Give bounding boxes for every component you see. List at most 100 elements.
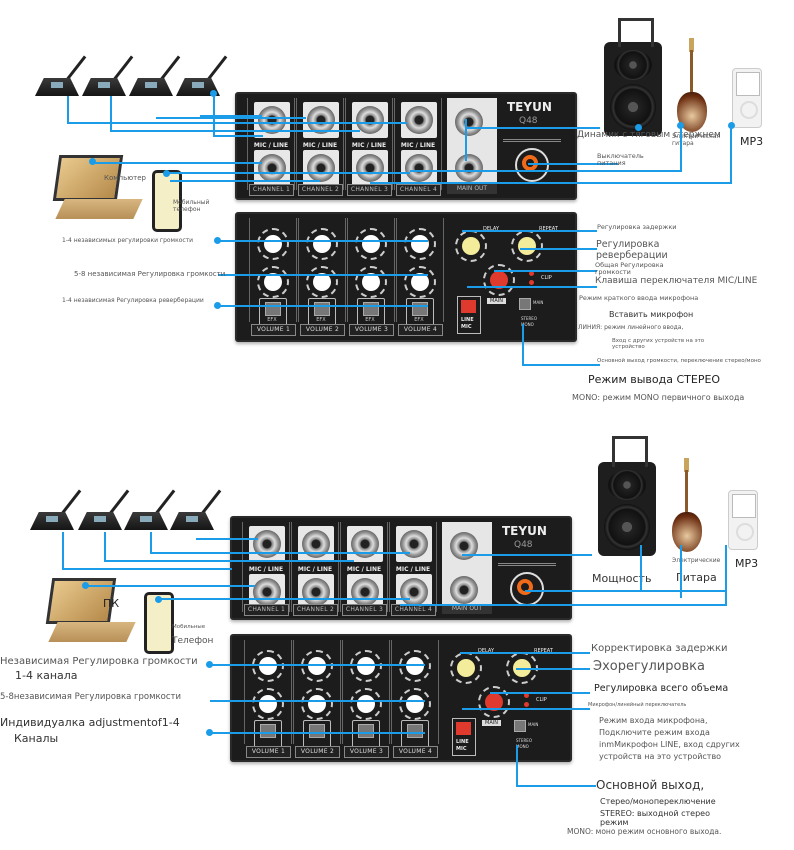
mp3-player-icon xyxy=(728,490,758,550)
main-out-section: MAIN OUT xyxy=(447,98,497,194)
mic-line-switch[interactable] xyxy=(461,300,476,313)
guitar-label-small: Электрические xyxy=(672,557,721,564)
volume-knob-4b[interactable] xyxy=(406,695,424,713)
mic-line-switch-box: LINE MIC xyxy=(457,296,481,334)
mono-label: MONO xyxy=(516,744,529,749)
repeat-knob[interactable] xyxy=(518,237,536,255)
main-label: MAIN xyxy=(487,298,506,304)
input-jack-3a[interactable] xyxy=(356,106,384,134)
volume-knob-4a[interactable] xyxy=(406,657,424,675)
main-out-jack-a[interactable] xyxy=(455,108,483,136)
volume-2-label: VOLUME 2 xyxy=(300,324,345,336)
mic-line-switch[interactable] xyxy=(456,722,471,735)
volume-knob-2b[interactable] xyxy=(313,273,331,291)
electric-guitar-icon xyxy=(677,38,707,134)
input-jack-2a[interactable] xyxy=(307,106,335,134)
volume-knob-3b[interactable] xyxy=(357,695,375,713)
guitar-label: Электрическая гитара xyxy=(672,133,720,147)
mic-mode-line-2: Подключите режим входа xyxy=(599,728,710,737)
efx-label: EFX xyxy=(316,317,326,323)
input-jack-1a[interactable] xyxy=(258,106,286,134)
power-button[interactable] xyxy=(517,579,533,595)
power-ring xyxy=(515,148,549,182)
laptop-icon xyxy=(52,155,143,225)
efx-button-4[interactable] xyxy=(407,724,423,738)
mic-line-label: MIC / LINE xyxy=(248,566,284,573)
input-jack-4b[interactable] xyxy=(405,154,433,182)
volume-3-label: VOLUME 3 xyxy=(344,746,389,758)
line-label: LINE xyxy=(456,739,469,745)
volume-knob-1b[interactable] xyxy=(264,273,282,291)
stereo-output-label: STEREO: выходной стерео xyxy=(600,809,710,818)
mic-line-label: MIC / LINE xyxy=(253,142,289,149)
phone-label-1: Мобильные xyxy=(172,624,206,630)
mixer-input-panel: MIC / LINE MIC / LINE MIC / LINE MIC / L… xyxy=(235,92,577,200)
mic-mode-line-3: inmМикрофон LINE, вход сдругих xyxy=(599,740,740,749)
volume-knob-4b[interactable] xyxy=(411,273,429,291)
stereo-label: STEREO xyxy=(516,738,532,743)
insert-mic-label: Вставить микрофон xyxy=(609,310,694,319)
model-label: Q48 xyxy=(514,540,533,550)
left-label-2: 5-8 независимая Регулировка громкости xyxy=(74,270,226,278)
volume-knob-3b[interactable] xyxy=(362,273,380,291)
channel-4-strip: MIC / LINE xyxy=(394,98,442,190)
input-jack-3b[interactable] xyxy=(356,154,384,182)
main-out-switch-label: Основной выход громкости, переключение с… xyxy=(597,358,761,364)
electric-guitar-icon xyxy=(672,458,702,554)
channel-1-label: CHANNEL 1 xyxy=(249,184,294,196)
stereo-label: STEREO xyxy=(521,316,537,321)
clip-led-b xyxy=(529,280,534,285)
volume-knob-1a[interactable] xyxy=(264,235,282,253)
input-jack-4a[interactable] xyxy=(405,106,433,134)
volume-knob-1b[interactable] xyxy=(259,695,277,713)
master-knob[interactable] xyxy=(490,271,508,289)
main-switch-label: MAIN xyxy=(533,300,544,305)
delay-label: DELAY xyxy=(483,226,499,232)
efx-button-1[interactable] xyxy=(260,724,276,738)
input-jack-3b[interactable] xyxy=(351,578,379,606)
line-mode-detail: Вход с других устройств на это устройств… xyxy=(612,338,705,351)
delay-knob[interactable] xyxy=(457,659,475,677)
input-jack-4b[interactable] xyxy=(400,578,428,606)
delay-knob[interactable] xyxy=(462,237,480,255)
mic-line-label: MIC / LINE xyxy=(351,142,387,149)
master-volume-label: Регулировка всего объема xyxy=(594,683,729,694)
volume-knob-2a[interactable] xyxy=(313,235,331,253)
main-out-jack-b[interactable] xyxy=(455,154,483,182)
volume-knob-1a[interactable] xyxy=(259,657,277,675)
volume-knob-4a[interactable] xyxy=(411,235,429,253)
phone-icon xyxy=(152,170,182,232)
main-out-jack-b[interactable] xyxy=(450,576,478,604)
stereo-mono-button[interactable] xyxy=(519,298,531,310)
volume-4-label: VOLUME 4 xyxy=(398,324,443,336)
left-label-2: 5-8независимая Регулировка громкости xyxy=(0,692,181,702)
channel-1-label: CHANNEL 1 xyxy=(244,604,289,616)
line-label: LINE xyxy=(461,317,474,323)
input-jack-2b[interactable] xyxy=(302,578,330,606)
input-jack-2b[interactable] xyxy=(307,154,335,182)
stereo-mono-button[interactable] xyxy=(514,720,526,732)
volume-knob-3a[interactable] xyxy=(362,235,380,253)
master-knob[interactable] xyxy=(485,693,503,711)
volume-knob-2b[interactable] xyxy=(308,695,326,713)
channel-4-label: CHANNEL 4 xyxy=(396,184,441,196)
clip-label: CLIP xyxy=(541,275,552,281)
efx-button-2[interactable] xyxy=(309,724,325,738)
efx-button-3[interactable] xyxy=(358,724,374,738)
speaker-icon xyxy=(598,436,656,556)
channel-2-label: CHANNEL 2 xyxy=(293,604,338,616)
main-switch-label: MAIN xyxy=(528,722,539,727)
volume-knob-3a[interactable] xyxy=(357,657,375,675)
line-mode-label: ЛИНИЯ: режим линейного ввода, xyxy=(578,324,684,331)
model-label: Q48 xyxy=(519,116,538,126)
left-label-1b: 1-4 канала xyxy=(15,669,78,682)
input-jack-1b[interactable] xyxy=(258,154,286,182)
speaker-label: Динамик с тяговым стержнем xyxy=(577,130,721,140)
mixer-control-panel: VOLUME 1 VOLUME 2 VOLUME 3 VOLUME 4 DELA… xyxy=(230,634,572,762)
mic-line-label: MIC / LINE xyxy=(400,142,436,149)
mic-line-label: MIC / LINE xyxy=(302,142,338,149)
mixer-control-panel: EFX EFX EFX EFX VOLUME 1 VOLUME 2 VOLUME… xyxy=(235,212,577,342)
volume-knob-2a[interactable] xyxy=(308,657,326,675)
channel-3-label: CHANNEL 3 xyxy=(342,604,387,616)
input-jack-1b[interactable] xyxy=(253,578,281,606)
